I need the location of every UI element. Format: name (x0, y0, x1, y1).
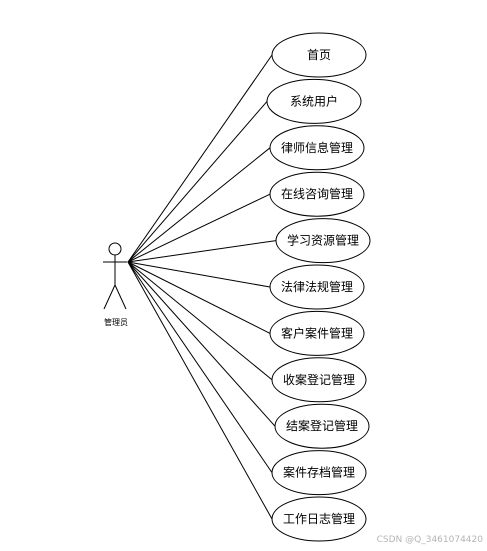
use-case: 法律法规管理 (269, 264, 365, 310)
association-line (127, 261, 271, 288)
use-case: 首页 (271, 32, 367, 78)
use-case-label: 客户案件管理 (281, 325, 353, 340)
use-case-ellipse (269, 310, 365, 356)
use-case: 结案登记管理 (274, 403, 370, 449)
use-case: 律师信息管理 (269, 125, 365, 171)
actor-head (108, 242, 122, 256)
use-case-ellipse (266, 78, 362, 124)
association-line (127, 193, 271, 263)
association-line (127, 147, 271, 263)
use-case-list: 首页系统用户律师信息管理在线咨询管理学习资源管理法律法规管理客户案件管理收案登记… (266, 32, 371, 542)
use-case-label: 工作日志管理 (283, 511, 355, 526)
use-case-ellipse (271, 32, 367, 78)
watermark: CSDN @Q_3461074420 (376, 535, 483, 545)
actor-right-leg (114, 284, 127, 310)
actor-left-leg (103, 284, 116, 310)
use-case: 案件存档管理 (271, 450, 367, 496)
use-case-ellipse (271, 496, 367, 542)
association-line (127, 261, 273, 473)
use-case-ellipse (269, 264, 365, 310)
actor-label: 管理员 (104, 317, 128, 327)
use-case-ellipse (269, 171, 365, 217)
use-case-label: 系统用户 (290, 93, 338, 108)
association-line (127, 261, 271, 334)
use-case: 工作日志管理 (271, 496, 367, 542)
use-case-label: 法律法规管理 (281, 279, 353, 294)
use-case-ellipse (274, 403, 370, 449)
association-line (127, 54, 273, 263)
use-case: 在线咨询管理 (269, 171, 365, 217)
association-line (127, 261, 273, 520)
use-case-ellipse (271, 357, 367, 403)
association-line (127, 240, 277, 263)
use-case-label: 律师信息管理 (281, 140, 353, 155)
actor-figure (103, 242, 127, 310)
association-line (127, 261, 276, 427)
use-case-ellipse (275, 218, 371, 264)
association-lines (127, 54, 277, 520)
use-case: 系统用户 (266, 78, 362, 124)
use-case: 客户案件管理 (269, 310, 365, 356)
use-case-label: 首页 (307, 48, 331, 62)
association-line (127, 101, 268, 263)
use-case-label: 在线咨询管理 (281, 186, 353, 201)
use-case-label: 收案登记管理 (283, 372, 355, 387)
use-case-label: 学习资源管理 (287, 233, 359, 248)
use-case-ellipse (271, 450, 367, 496)
use-case: 收案登记管理 (271, 357, 367, 403)
use-case-label: 结案登记管理 (286, 418, 358, 433)
use-case-ellipse (269, 125, 365, 171)
use-case: 学习资源管理 (275, 218, 371, 264)
use-case-label: 案件存档管理 (283, 465, 355, 480)
association-line (127, 261, 273, 381)
